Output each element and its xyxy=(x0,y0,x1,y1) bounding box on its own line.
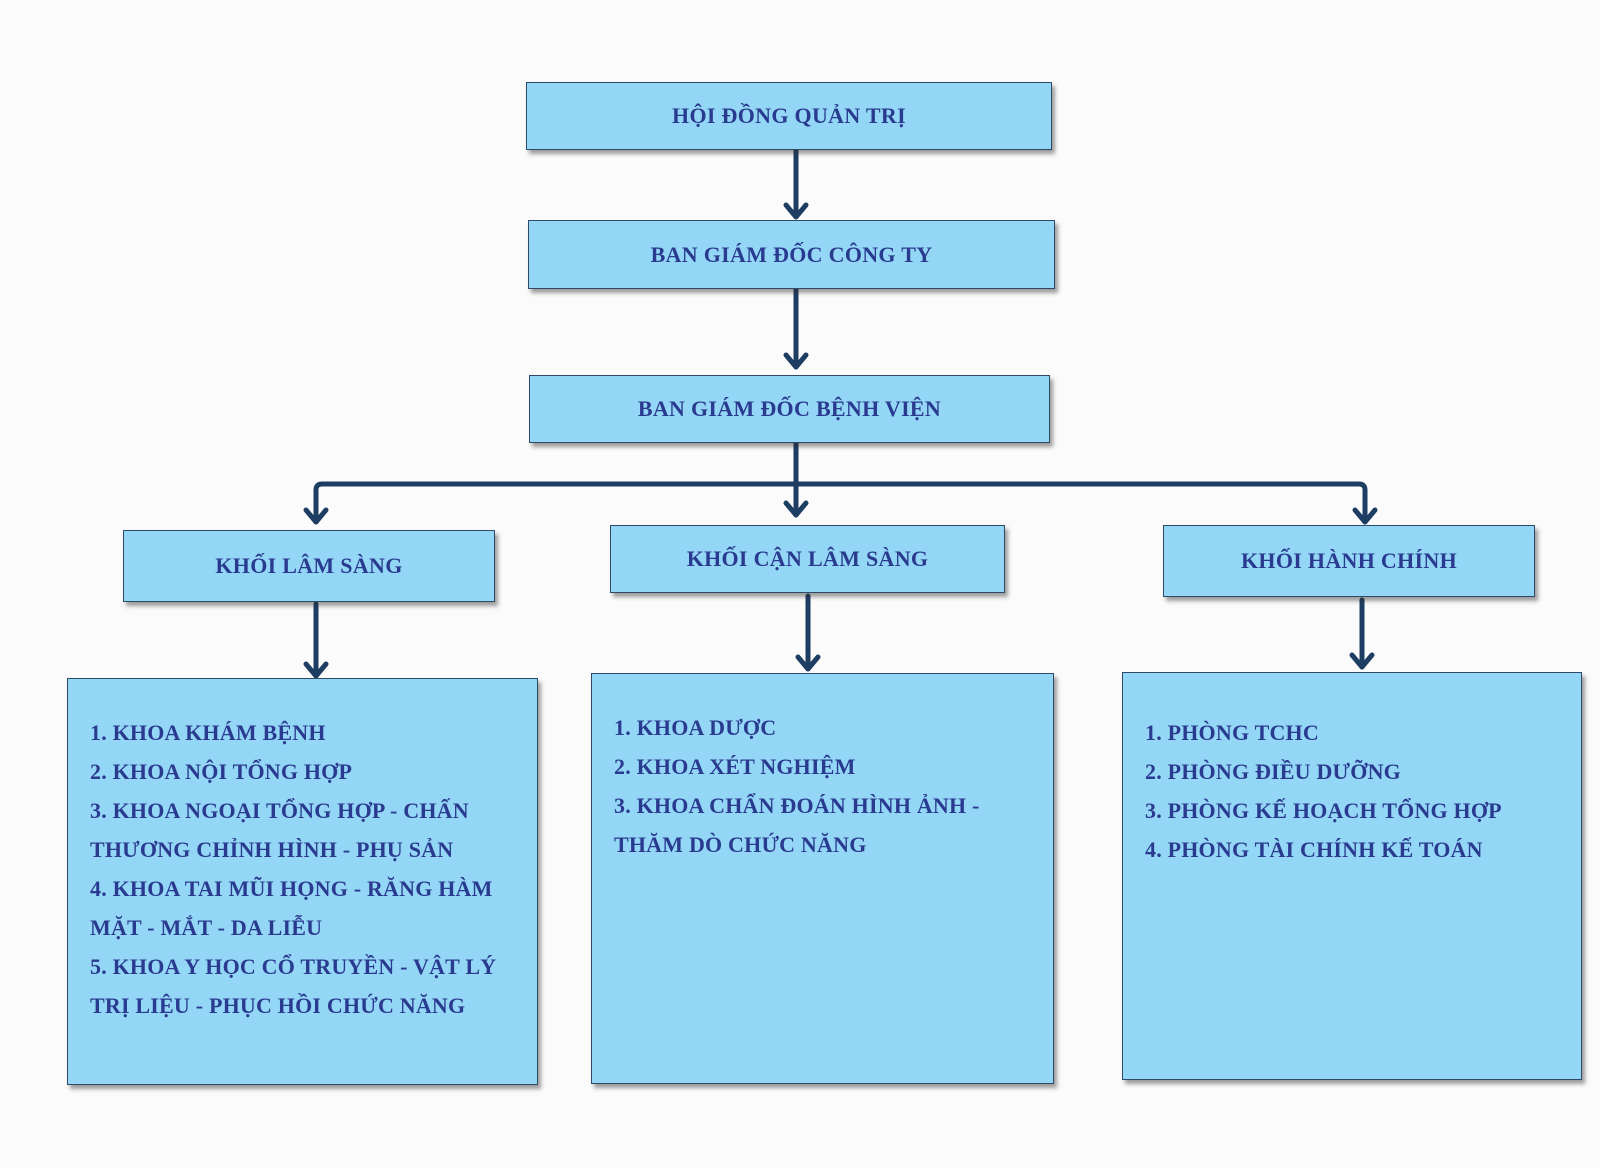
hospital-directors-node: BAN GIÁM ĐỐC BỆNH VIỆN xyxy=(529,375,1050,443)
lam-sang-department-list: 1. KHOA KHÁM BỆNH 2. KHOA NỘI TỔNG HỢP 3… xyxy=(90,713,517,1025)
list-item: 5. KHOA Y HỌC CỔ TRUYỀN - VẬT LÝ TRỊ LIỆ… xyxy=(90,954,497,1018)
board-label: HỘI ĐỒNG QUẢN TRỊ xyxy=(672,103,906,128)
list-item: 1. KHOA DƯỢC xyxy=(614,715,777,740)
list-item: 2. KHOA NỘI TỔNG HỢP xyxy=(90,759,353,784)
arrowhead-to-lam-sang xyxy=(303,507,329,525)
block-hanh-chinh-title: KHỐI HÀNH CHÍNH xyxy=(1241,548,1457,573)
board-node: HỘI ĐỒNG QUẢN TRỊ xyxy=(526,82,1052,150)
list-item: 2. PHÒNG ĐIỀU DƯỠNG xyxy=(1145,759,1401,784)
list-item: 4. PHÒNG TÀI CHÍNH KẾ TOÁN xyxy=(1145,837,1483,862)
arrowhead-hanh-chinh-down xyxy=(1349,652,1375,670)
company-directors-label: BAN GIÁM ĐỐC CÔNG TY xyxy=(650,241,933,267)
list-item: 2. KHOA XÉT NGHIỆM xyxy=(614,754,856,779)
list-item: 1. PHÒNG TCHC xyxy=(1145,720,1319,745)
arrowhead-board-to-company xyxy=(783,202,809,220)
block-lam-sang-title: KHỐI LÂM SÀNG xyxy=(215,553,403,578)
can-lam-sang-departments-box: 1. KHOA DƯỢC 2. KHOA XÉT NGHIỆM 3. KHOA … xyxy=(591,673,1054,1084)
block-can-lam-sang-node: KHỐI CẬN LÂM SÀNG xyxy=(610,525,1005,593)
arrowhead-can-lam-sang-down xyxy=(795,654,821,672)
company-directors-node: BAN GIÁM ĐỐC CÔNG TY xyxy=(528,220,1055,289)
hanh-chinh-department-list: 1. PHÒNG TCHC 2. PHÒNG ĐIỀU DƯỠNG 3. PHÒ… xyxy=(1145,713,1561,869)
list-item: 3. KHOA CHẨN ĐOÁN HÌNH ẢNH - THĂM DÒ CHỨ… xyxy=(614,793,980,857)
arrowhead-hospital-to-can-lam-sang xyxy=(783,500,809,518)
arrowhead-to-hanh-chinh xyxy=(1352,507,1378,525)
block-can-lam-sang-title: KHỐI CẬN LÂM SÀNG xyxy=(686,546,929,571)
list-item: 3. KHOA NGOẠI TỔNG HỢP - CHẤN THƯƠNG CHỈ… xyxy=(90,798,469,862)
arrowhead-company-to-hospital xyxy=(783,352,809,370)
arrowhead-lam-sang-down xyxy=(303,661,329,679)
list-item: 1. KHOA KHÁM BỆNH xyxy=(90,720,326,745)
can-lam-sang-department-list: 1. KHOA DƯỢC 2. KHOA XÉT NGHIỆM 3. KHOA … xyxy=(614,708,1033,864)
hanh-chinh-departments-box: 1. PHÒNG TCHC 2. PHÒNG ĐIỀU DƯỠNG 3. PHÒ… xyxy=(1122,672,1582,1080)
block-lam-sang-node: KHỐI LÂM SÀNG xyxy=(123,530,495,602)
hospital-directors-label: BAN GIÁM ĐỐC BỆNH VIỆN xyxy=(637,396,942,421)
lam-sang-departments-box: 1. KHOA KHÁM BỆNH 2. KHOA NỘI TỔNG HỢP 3… xyxy=(67,678,538,1085)
list-item: 4. KHOA TAI MŨI HỌNG - RĂNG HÀM MẶT - MẮ… xyxy=(90,876,493,940)
horizontal-bus xyxy=(313,481,1368,525)
block-hanh-chinh-node: KHỐI HÀNH CHÍNH xyxy=(1163,525,1535,597)
list-item: 3. PHÒNG KẾ HOẠCH TỔNG HỢP xyxy=(1145,798,1502,823)
